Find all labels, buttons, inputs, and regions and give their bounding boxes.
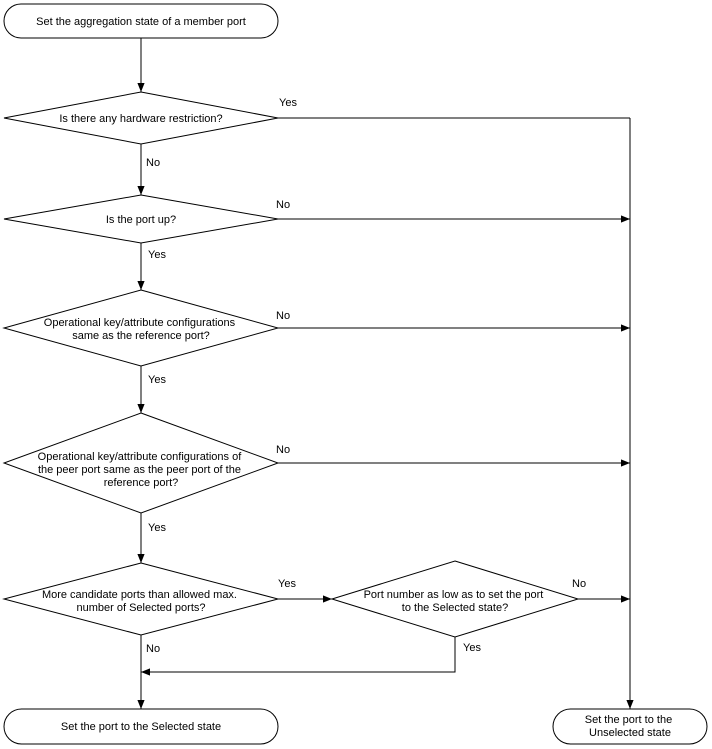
decision-4-line-3: reference port?: [104, 477, 179, 489]
label-d1-no: No: [146, 157, 160, 169]
decision-more-candidate-ports: More candidate ports than allowed max. n…: [2, 562, 280, 636]
decision-4-text: Operational key/attribute configurations…: [38, 451, 245, 489]
decision-4-line-1: Operational key/attribute configurations…: [38, 451, 243, 463]
decision-6-line-1: Port number as low as to set the port: [364, 589, 544, 601]
decision-3-line-2: same as the reference port?: [72, 330, 210, 342]
decision-6-text: Port number as low as to set the port to…: [364, 589, 547, 614]
decision-1-text: Is there any hardware restriction?: [59, 113, 222, 125]
decision-1-line-1: Is there any hardware restriction?: [59, 113, 222, 125]
end-unselected-text: Set the port to the Unselected state: [585, 714, 676, 739]
label-d5-yes: Yes: [278, 578, 296, 590]
end-unselected-terminator: Set the port to the Unselected state: [552, 708, 708, 745]
decision-operational-key-reference: Operational key/attribute configurations…: [2, 289, 280, 367]
label-d2-no: No: [276, 199, 290, 211]
end-unselected-line-1: Set the port to the: [585, 714, 672, 726]
label-d4-yes: Yes: [148, 522, 166, 534]
decision-2-text: Is the port up?: [106, 214, 176, 226]
label-d3-no: No: [276, 310, 290, 322]
label-d4-no: No: [276, 444, 290, 456]
decision-3-line-1: Operational key/attribute configurations: [44, 317, 236, 329]
label-d3-yes: Yes: [148, 374, 166, 386]
decision-5-text: More candidate ports than allowed max. n…: [42, 589, 240, 614]
label-d6-no: No: [572, 578, 586, 590]
connector-d6-yes-selected: [141, 637, 456, 676]
label-d6-yes: Yes: [463, 642, 481, 654]
decision-3-text: Operational key/attribute configurations…: [44, 317, 238, 342]
decision-port-number-low: Port number as low as to set the port to…: [330, 560, 580, 638]
decision-5-line-1: More candidate ports than allowed max.: [42, 589, 237, 601]
end-selected-terminator: Set the port to the Selected state: [3, 708, 279, 745]
label-d1-yes: Yes: [279, 97, 297, 109]
decision-2-line-1: Is the port up?: [106, 214, 176, 226]
end-unselected-line-2: Unselected state: [589, 727, 671, 739]
decision-5-line-2: number of Selected ports?: [76, 602, 205, 614]
decision-4-line-2: the peer port same as the peer port of t…: [38, 464, 241, 476]
decision-peer-port-same: Operational key/attribute configurations…: [2, 412, 280, 514]
label-d2-yes: Yes: [148, 249, 166, 261]
decision-6-line-2: to the Selected state?: [402, 602, 508, 614]
decision-port-up: Is the port up?: [3, 194, 279, 244]
start-terminator: Set the aggregation state of a member po…: [3, 3, 279, 39]
decision-hardware-restriction: Is there any hardware restriction?: [3, 91, 279, 145]
end-selected-label: Set the port to the Selected state: [61, 721, 221, 733]
label-d5-no: No: [146, 643, 160, 655]
start-label: Set the aggregation state of a member po…: [36, 16, 246, 28]
